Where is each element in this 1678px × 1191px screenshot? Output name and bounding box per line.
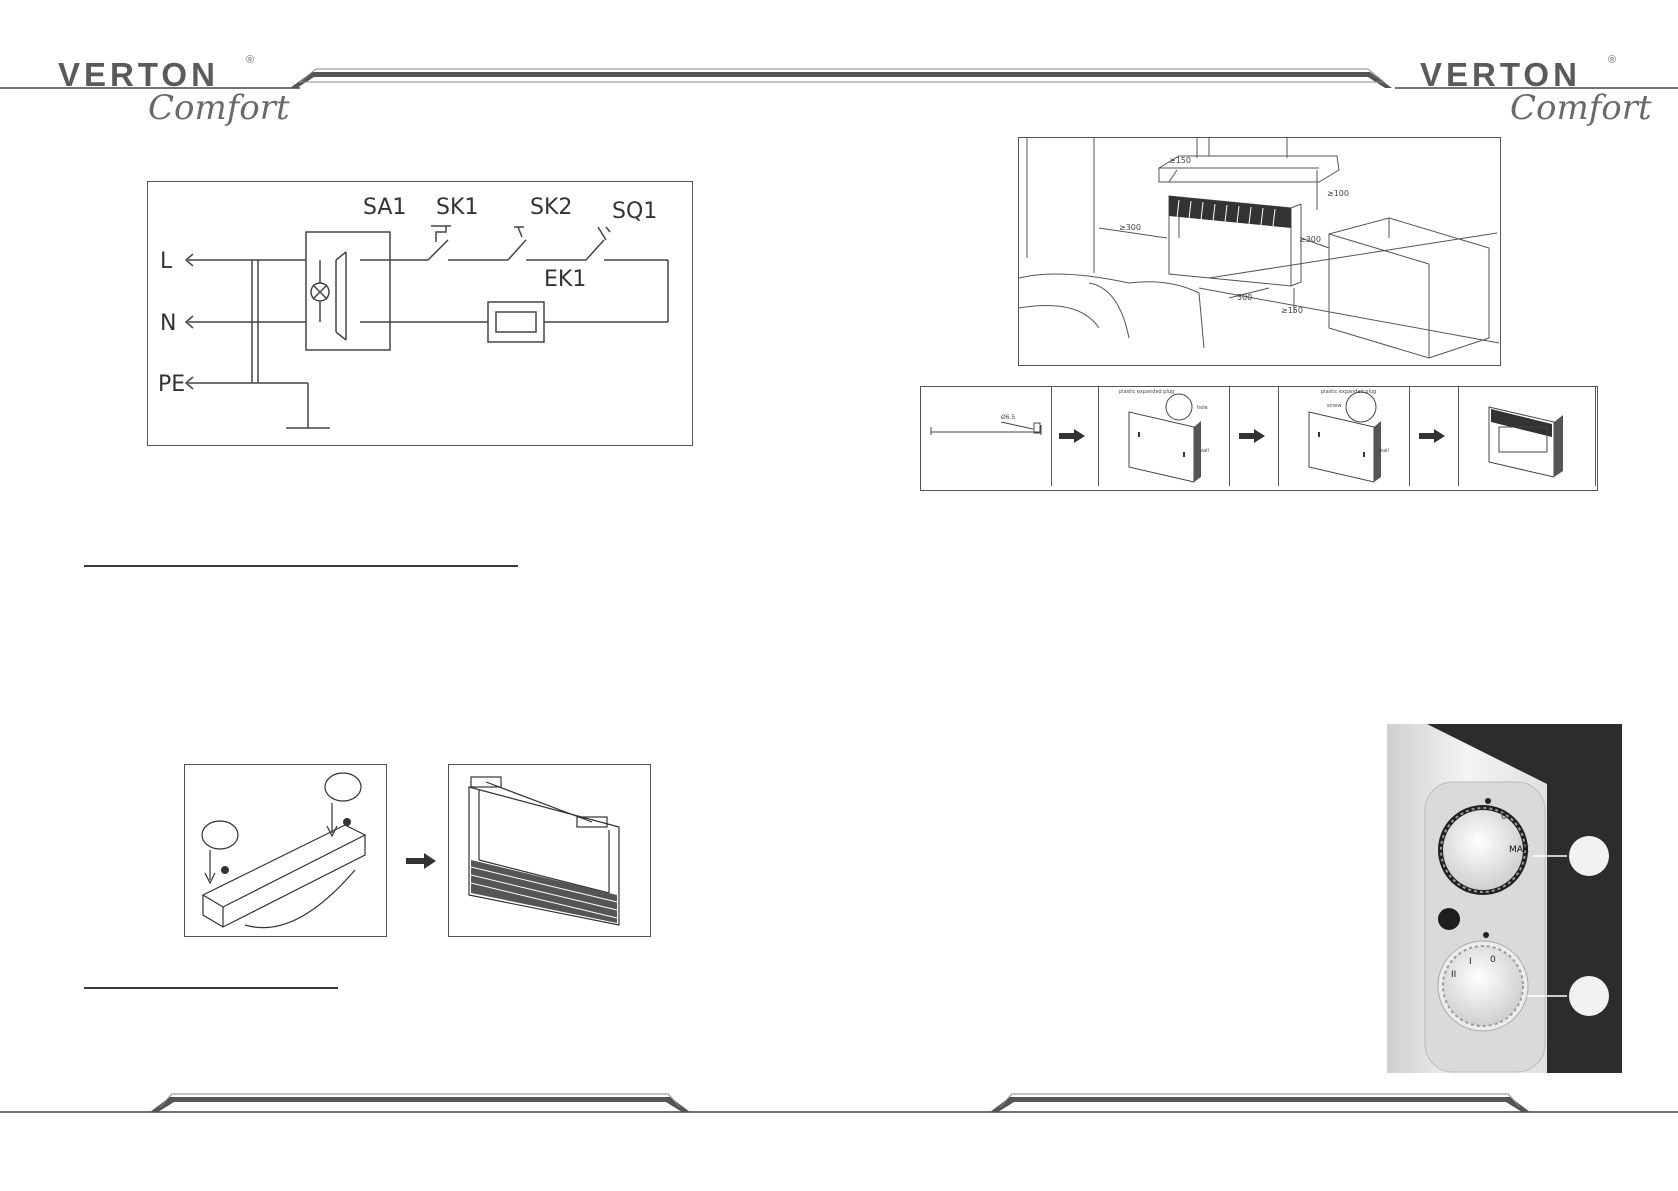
callout-plug-2: plastic expanded plug — [1321, 389, 1376, 395]
dial-max: MAX — [1509, 845, 1529, 855]
brand-name: VERTON — [58, 56, 219, 93]
brand-sub: Comfort — [148, 88, 290, 128]
room-clearance-diagram: ≥150 ≥100 ≥300 ≥300 500 ≥150 — [1018, 137, 1501, 366]
mount-step-4 — [1458, 387, 1596, 486]
arrow-right-icon — [406, 853, 436, 869]
mode-two: II — [1451, 970, 1456, 980]
heater-mounted-drawing — [1488, 406, 1563, 478]
bracket-figure-1 — [184, 764, 387, 937]
label-sk2: SK2 — [530, 195, 572, 220]
registered-mark: ® — [246, 54, 255, 66]
mode-zero: 0 — [1490, 955, 1496, 965]
dim-shelf-gap: ≥100 — [1327, 189, 1349, 198]
registered-mark: ® — [1608, 54, 1617, 66]
brand-name: VERTON — [1420, 56, 1581, 93]
heater-bracket-drawing — [468, 776, 620, 926]
arrow-right-icon — [1419, 429, 1445, 443]
bracket-figure-2 — [448, 764, 651, 937]
brand-sub: Comfort — [1510, 88, 1652, 128]
dim-right-clearance: ≥300 — [1299, 235, 1321, 244]
footer-decoration — [0, 1093, 1678, 1113]
label-sk1: SK1 — [436, 195, 478, 220]
dial-zero: 0 — [1501, 812, 1507, 822]
mount-step-1: Ø6.5 — [921, 387, 1052, 486]
drill-holes-drawing: Ø6.5 — [930, 414, 1042, 435]
dim-left-clearance: ≥300 — [1119, 223, 1141, 232]
label-ek1: EK1 — [544, 267, 586, 292]
room-drawing: ≥150 ≥100 ≥300 ≥300 500 ≥150 — [1018, 138, 1500, 359]
label-n: N — [160, 311, 176, 336]
brand-logo-right: VERTON ® Comfort — [1420, 54, 1652, 132]
label-pe: PE — [158, 372, 185, 397]
control-panel-photo: 0 MAX II I 0 — [1387, 724, 1622, 1073]
plug-insert-drawing: plastic expanded plug hole wall — [1119, 389, 1209, 483]
section-underline — [84, 987, 338, 989]
screw-drawing: plastic expanded plug wall screw — [1308, 389, 1389, 483]
callout-wall: wall — [1199, 448, 1209, 454]
brand-logo-left: VERTON ® Comfort — [58, 54, 290, 132]
control-panel-drawing: 0 MAX II I 0 — [1387, 724, 1609, 1073]
arrow-right-icon — [1239, 429, 1265, 443]
dim-front-clearance: 500 — [1237, 293, 1252, 302]
wiring-diagram: SA1 SK1 SK2 SQ1 EK1 L N PE — [147, 181, 693, 446]
mounting-steps-strip: Ø6.5 plastic expanded plug hole wall pla… — [920, 386, 1598, 491]
arrow-right-icon — [1059, 429, 1085, 443]
label-sq1: SQ1 — [612, 199, 657, 224]
section-underline — [84, 565, 518, 567]
mode-one: I — [1469, 957, 1472, 967]
label-sa1: SA1 — [363, 195, 406, 220]
label-l: L — [160, 249, 173, 274]
callout-screw: screw — [1327, 403, 1341, 409]
callout-wall-2: wall — [1379, 448, 1389, 454]
callout-hole: hole — [1197, 405, 1208, 411]
header-decoration — [0, 68, 1678, 89]
dim-floor-clearance: ≥150 — [1281, 306, 1303, 315]
callout-plug: plastic expanded plug — [1119, 389, 1174, 395]
dim-top-clearance: ≥150 — [1169, 156, 1191, 165]
bracket-drawing — [201, 772, 367, 929]
mount-step-2: plastic expanded plug hole wall — [1098, 387, 1230, 486]
wiring-diagram-svg: SA1 SK1 SK2 SQ1 EK1 L N PE — [158, 195, 669, 429]
mount-step-3: plastic expanded plug wall screw — [1278, 387, 1410, 486]
mount-hole-size: Ø6.5 — [1001, 414, 1015, 421]
